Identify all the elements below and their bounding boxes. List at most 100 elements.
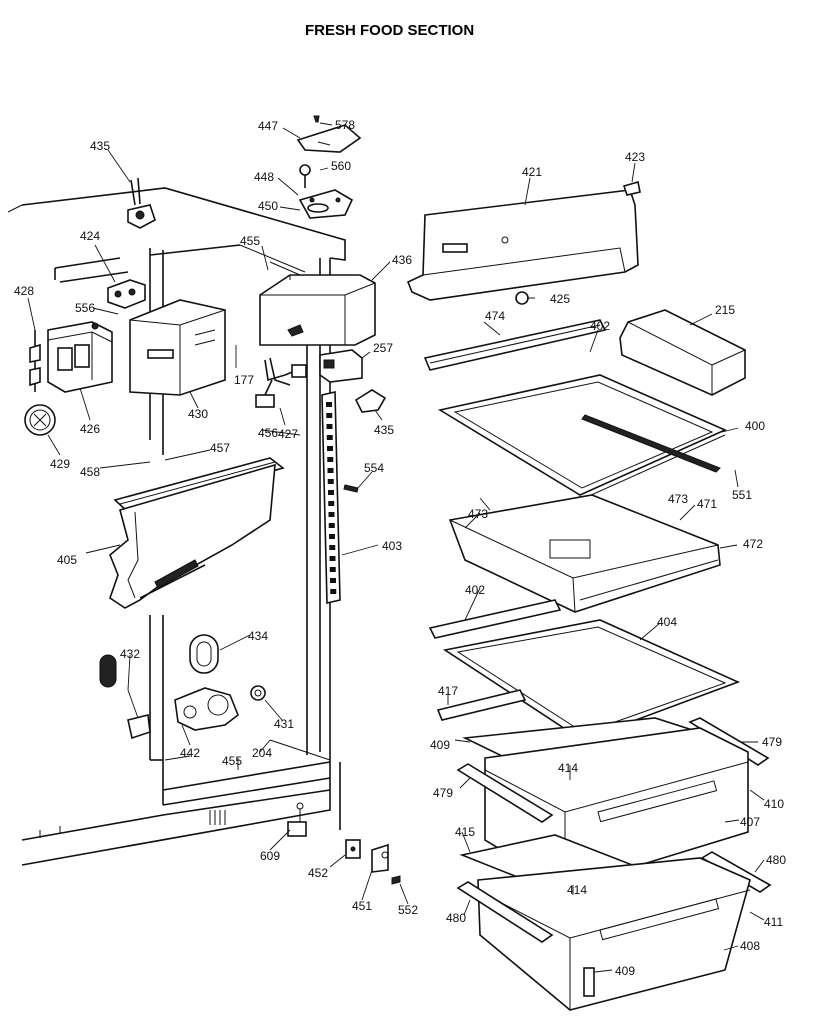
knob-432 bbox=[99, 654, 151, 740]
rail-403 bbox=[321, 390, 341, 605]
label-471: 471 bbox=[697, 497, 717, 511]
label-556: 556 bbox=[75, 301, 95, 315]
label-257: 257 bbox=[373, 341, 393, 355]
diagram-title: FRESH FOOD SECTION bbox=[305, 22, 474, 39]
label-480a: 480 bbox=[766, 853, 786, 867]
label-551: 551 bbox=[732, 488, 752, 502]
label-455b: 455 bbox=[222, 754, 242, 768]
control-housing-430 bbox=[129, 299, 226, 396]
label-427: 427 bbox=[278, 427, 298, 441]
control-442 bbox=[174, 687, 239, 731]
label-400: 400 bbox=[745, 419, 765, 433]
rail-402b bbox=[428, 599, 562, 639]
dial-429 bbox=[24, 404, 56, 436]
label-429: 429 bbox=[50, 457, 70, 471]
leader-lines bbox=[27, 122, 765, 973]
label-215: 215 bbox=[715, 303, 735, 317]
label-407: 407 bbox=[740, 815, 760, 829]
crisper-408 bbox=[477, 857, 751, 1011]
label-609: 609 bbox=[260, 849, 280, 863]
label-455a: 455 bbox=[240, 234, 260, 248]
label-423: 423 bbox=[625, 150, 645, 164]
hinge-451 bbox=[371, 843, 389, 873]
rail-474 bbox=[423, 319, 607, 371]
label-456: 456 bbox=[258, 426, 278, 440]
rail-slot bbox=[328, 512, 335, 517]
rail-slot bbox=[329, 556, 336, 561]
rail-slot bbox=[327, 446, 333, 451]
rail-slot bbox=[329, 567, 336, 572]
screw-578 bbox=[313, 115, 320, 123]
label-414a: 414 bbox=[558, 761, 578, 775]
bracket-452 bbox=[345, 839, 361, 859]
label-410: 410 bbox=[764, 797, 784, 811]
escutcheon-434 bbox=[189, 634, 219, 674]
rail-slot bbox=[328, 501, 335, 506]
label-578: 578 bbox=[335, 118, 355, 132]
screw-560 bbox=[299, 164, 311, 188]
rail-slot bbox=[327, 468, 334, 473]
label-448: 448 bbox=[254, 170, 274, 184]
cap-423 bbox=[622, 180, 641, 196]
label-402b: 402 bbox=[465, 583, 485, 597]
label-552: 552 bbox=[398, 903, 418, 917]
rail-slot bbox=[326, 424, 333, 429]
label-457: 457 bbox=[210, 441, 230, 455]
label-426: 426 bbox=[80, 422, 100, 436]
hinge-609 bbox=[287, 802, 307, 837]
screw-552 bbox=[391, 875, 401, 885]
knob-435 bbox=[127, 177, 156, 229]
label-421: 421 bbox=[522, 165, 542, 179]
label-403: 403 bbox=[382, 539, 402, 553]
knob-425 bbox=[515, 291, 529, 305]
label-430: 430 bbox=[188, 407, 208, 421]
label-424: 424 bbox=[80, 229, 100, 243]
label-434: 434 bbox=[248, 629, 268, 643]
label-425: 425 bbox=[550, 292, 570, 306]
bin-215 bbox=[619, 309, 746, 396]
label-458: 458 bbox=[80, 465, 100, 479]
screw-554 bbox=[343, 484, 359, 493]
light-shield-447 bbox=[296, 124, 362, 153]
light-housing-436 bbox=[259, 274, 376, 346]
label-560: 560 bbox=[331, 159, 351, 173]
part-labels: 447 578 560 448 450 435 424 455 436 421 … bbox=[14, 118, 786, 978]
label-204: 204 bbox=[252, 746, 272, 760]
rail-417 bbox=[436, 689, 527, 721]
label-436: 436 bbox=[392, 253, 412, 267]
shelf-400 bbox=[437, 374, 727, 501]
label-431: 431 bbox=[274, 717, 294, 731]
crisper-pan-472 bbox=[448, 494, 721, 613]
label-409b: 409 bbox=[615, 964, 635, 978]
label-402a: 402 bbox=[590, 319, 610, 333]
label-435b: 435 bbox=[374, 423, 394, 437]
label-432: 432 bbox=[120, 647, 140, 661]
rail-480b bbox=[456, 881, 554, 943]
label-447: 447 bbox=[258, 119, 278, 133]
switch-housing-426 bbox=[47, 321, 113, 393]
label-480b: 480 bbox=[446, 911, 466, 925]
label-409a: 409 bbox=[430, 738, 450, 752]
rail-slot bbox=[330, 589, 337, 594]
label-473a: 473 bbox=[668, 492, 688, 506]
label-417: 417 bbox=[438, 684, 458, 698]
rail-slot bbox=[329, 534, 335, 539]
label-479a: 479 bbox=[762, 735, 782, 749]
label-479b: 479 bbox=[433, 786, 453, 800]
panel-405 bbox=[109, 463, 276, 609]
label-442: 442 bbox=[180, 746, 200, 760]
shelf-404 bbox=[442, 619, 741, 741]
rail-479b bbox=[456, 763, 554, 823]
label-472: 472 bbox=[743, 537, 763, 551]
rail-slot bbox=[327, 457, 334, 462]
shelf-front-421 bbox=[406, 189, 639, 301]
switch-424 bbox=[107, 279, 146, 309]
rail-slot bbox=[330, 578, 336, 583]
light-socket-448 bbox=[298, 189, 354, 219]
label-474: 474 bbox=[485, 309, 505, 323]
label-428: 428 bbox=[14, 284, 34, 298]
switch-257 bbox=[319, 349, 363, 383]
label-450: 450 bbox=[258, 199, 278, 213]
knob-435b bbox=[354, 389, 387, 413]
